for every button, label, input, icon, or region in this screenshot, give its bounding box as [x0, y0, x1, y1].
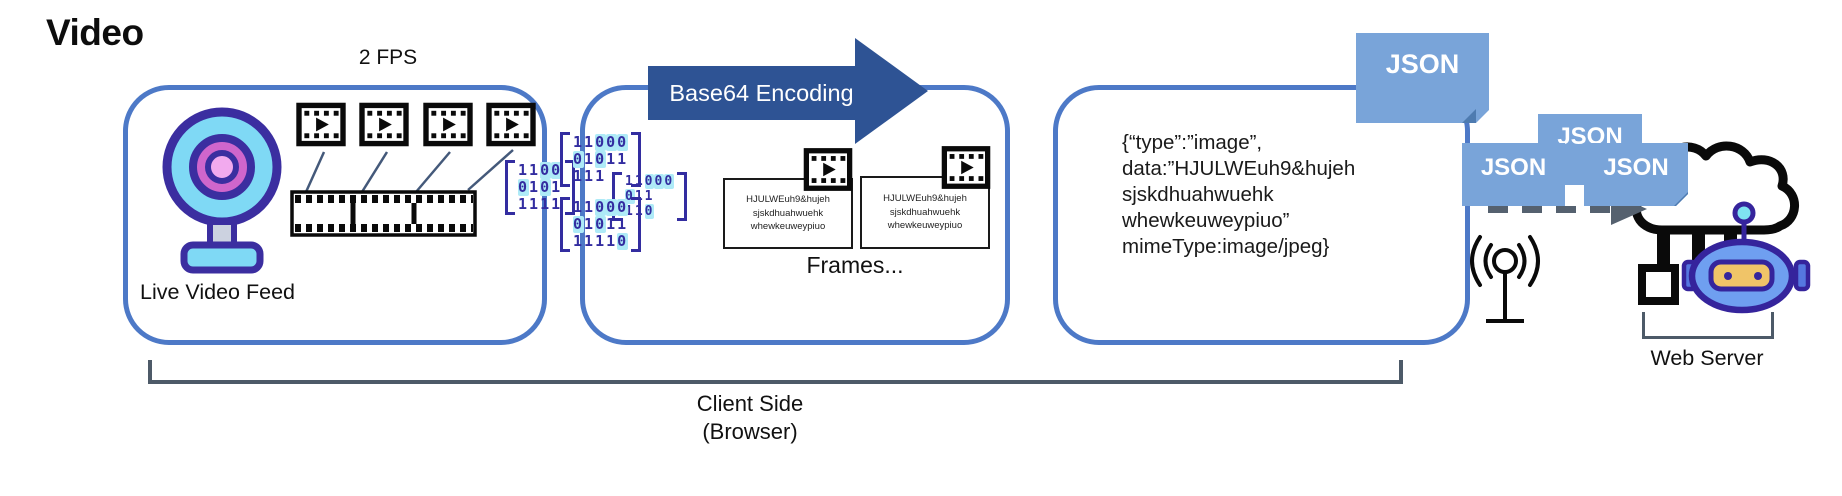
- video-frame-icon: [941, 145, 991, 190]
- transfer-dashed-line: [1488, 206, 1613, 213]
- video-frame-icon: [803, 147, 853, 192]
- json-line: data:”HJULWEuh9&hujeh: [1122, 157, 1356, 180]
- web-server-label: Web Server: [1650, 346, 1764, 370]
- webcam-icon: [162, 107, 282, 274]
- base64-text-line: sjskdhuahwuehk: [889, 206, 961, 218]
- json-badge-label: JSON: [1603, 154, 1669, 181]
- robot-antenna-ball: [1732, 201, 1756, 225]
- json-payload-text: {“type”:”image”, data:”HJULWEuh9&hujeh s…: [1122, 130, 1355, 260]
- robot-visor: [1708, 259, 1775, 292]
- json-line: sjskdhuahwuehk: [1122, 183, 1274, 206]
- json-badge: JSON: [1356, 33, 1489, 123]
- json-payload-box: [1053, 85, 1470, 345]
- base64-frame-card: HJULWEuh9&hujeh sjskdhuahwuehk whewkeuwe…: [860, 176, 990, 249]
- binary-block: 11000 01011 11110: [560, 197, 642, 252]
- bracket-left: [560, 132, 570, 187]
- client-side-line2: (Browser): [702, 419, 798, 444]
- robot-eye: [1724, 272, 1732, 280]
- base64-text-line: whewkeuweypiuo: [887, 220, 963, 232]
- page-title: Video: [46, 12, 144, 53]
- video-frame-icon: [358, 102, 410, 147]
- binary-block: 1100 0101 1111: [505, 160, 576, 215]
- base64-text-line: whewkeuweypiuo: [750, 221, 826, 233]
- bracket-left: [612, 172, 622, 221]
- client-side-line1: Client Side: [696, 391, 804, 416]
- base64-text-line: HJULWEuh9&hujeh: [746, 193, 830, 205]
- json-badge: JSON: [1462, 143, 1565, 206]
- live-video-feed-label: Live Video Feed: [140, 280, 295, 304]
- bracket-left: [505, 160, 515, 215]
- bracket-left: [560, 197, 570, 252]
- json-badge: JSON: [1584, 143, 1688, 206]
- base64-text-line: sjskdhuahwuehk: [752, 207, 824, 219]
- json-line: whewkeuweypiuo”: [1122, 209, 1290, 232]
- base64-encoding-arrow: Base64 Encoding: [648, 38, 938, 144]
- antenna-icon: [1470, 235, 1540, 323]
- client-side-bracket: [148, 360, 1403, 384]
- json-badge-label: JSON: [1385, 49, 1460, 79]
- arrow-head: [855, 38, 928, 144]
- binary-block: 11000 01011 111: [560, 132, 642, 187]
- video-frame-icon: [485, 102, 537, 147]
- fps-label: 2 FPS: [358, 46, 418, 69]
- video-frame-icon: [295, 102, 347, 147]
- json-badge-label: JSON: [1480, 154, 1547, 181]
- binary-block: 11000 011 110: [612, 172, 688, 221]
- badge-fold-corner-icon: [1462, 109, 1476, 123]
- base64-text-line: HJULWEuh9&hujeh: [883, 192, 967, 204]
- frame-connector-lines: [304, 149, 514, 193]
- web-server-bracket: [1642, 312, 1774, 339]
- video-frame-icon: [422, 102, 474, 147]
- film-strip-icon: [290, 190, 477, 237]
- bracket-right: [631, 197, 642, 252]
- frames-label: Frames...: [806, 252, 904, 278]
- json-line: {“type”:”image”,: [1122, 131, 1263, 154]
- robot-eye: [1754, 272, 1762, 280]
- bracket-right: [631, 132, 642, 187]
- server-node-square: [1638, 264, 1679, 305]
- bracket-right: [677, 172, 688, 221]
- base64-encoding-label: Base64 Encoding: [648, 66, 865, 120]
- bracket-right: [565, 160, 576, 215]
- client-side-label: Client Side (Browser): [595, 390, 905, 446]
- robot-ear: [1793, 259, 1811, 292]
- json-line: mimeType:image/jpeg}: [1122, 235, 1330, 258]
